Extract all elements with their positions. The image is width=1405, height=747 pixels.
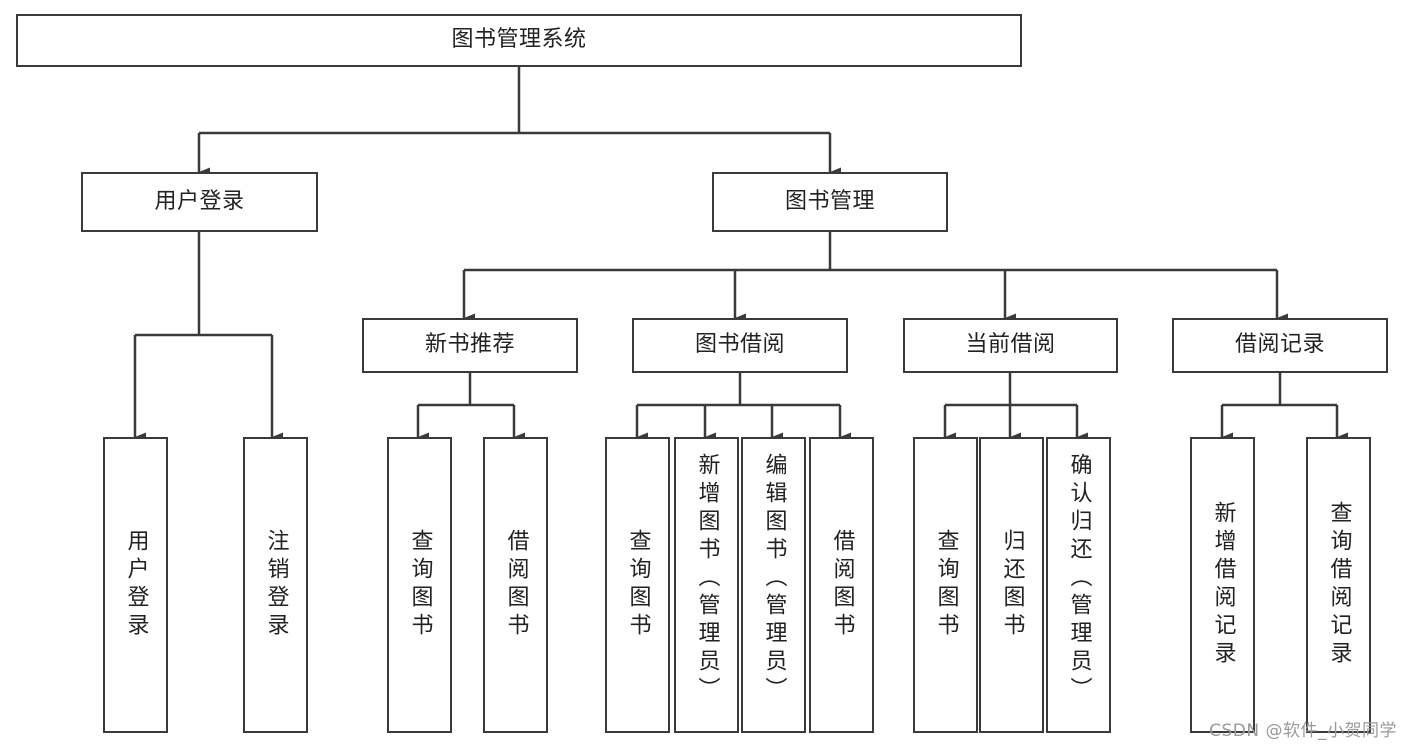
leaf-node-borrow-book[interactable]: 借阅图书 — [809, 437, 874, 733]
leaf-node-query-book-borrow[interactable]: 查询图书 — [605, 437, 670, 733]
leaf-label: 注销登录 — [263, 529, 289, 641]
leaf-node-query-borrow-record[interactable]: 查询借阅记录 — [1306, 437, 1371, 733]
leaf-label: 新增图书（管理员） — [694, 453, 720, 705]
node-new-book-recommend[interactable]: 新书推荐 — [362, 318, 578, 373]
leaf-label: 用户登录 — [123, 529, 149, 641]
node-root-system[interactable]: 图书管理系统 — [16, 14, 1022, 67]
leaf-label: 查询图书 — [933, 529, 959, 641]
leaf-node-edit-book-admin[interactable]: 编辑图书（管理员） — [741, 437, 806, 733]
leaf-label: 查询借阅记录 — [1326, 501, 1352, 669]
leaf-label: 新增借阅记录 — [1210, 501, 1236, 669]
leaf-node-add-book-admin[interactable]: 新增图书（管理员） — [674, 437, 739, 733]
leaf-label: 查询图书 — [625, 529, 651, 641]
leaf-node-confirm-return-admin[interactable]: 确认归还（管理员） — [1046, 437, 1111, 733]
node-label: 图书管理系统 — [451, 27, 587, 53]
leaf-label: 借阅图书 — [829, 529, 855, 641]
node-label: 新书推荐 — [424, 332, 515, 358]
leaf-node-logout[interactable]: 注销登录 — [243, 437, 308, 733]
node-current-borrow[interactable]: 当前借阅 — [903, 318, 1118, 373]
node-book-borrow[interactable]: 图书借阅 — [632, 318, 848, 373]
node-label: 图书借阅 — [694, 332, 785, 358]
watermark-text: CSDN @软件_小贺同学 — [1209, 721, 1397, 741]
node-label: 用户登录 — [154, 188, 245, 214]
node-user-login[interactable]: 用户登录 — [81, 172, 318, 232]
leaf-node-return-book[interactable]: 归还图书 — [979, 437, 1044, 733]
leaf-label: 查询图书 — [407, 529, 433, 641]
leaf-label: 归还图书 — [999, 529, 1025, 641]
leaf-node-query-book-recommend[interactable]: 查询图书 — [387, 437, 452, 733]
node-borrow-record[interactable]: 借阅记录 — [1172, 318, 1388, 373]
leaf-node-query-book-current[interactable]: 查询图书 — [913, 437, 978, 733]
leaf-label: 借阅图书 — [503, 529, 529, 641]
leaf-label: 编辑图书（管理员） — [761, 453, 787, 705]
node-book-manage[interactable]: 图书管理 — [712, 172, 948, 232]
node-label: 当前借阅 — [965, 332, 1056, 358]
node-label: 图书管理 — [784, 188, 875, 214]
leaf-node-user-login[interactable]: 用户登录 — [103, 437, 168, 733]
leaf-node-add-borrow-record[interactable]: 新增借阅记录 — [1190, 437, 1255, 733]
leaf-node-borrow-book-recommend[interactable]: 借阅图书 — [483, 437, 548, 733]
leaf-label: 确认归还（管理员） — [1066, 453, 1092, 705]
node-label: 借阅记录 — [1234, 332, 1325, 358]
